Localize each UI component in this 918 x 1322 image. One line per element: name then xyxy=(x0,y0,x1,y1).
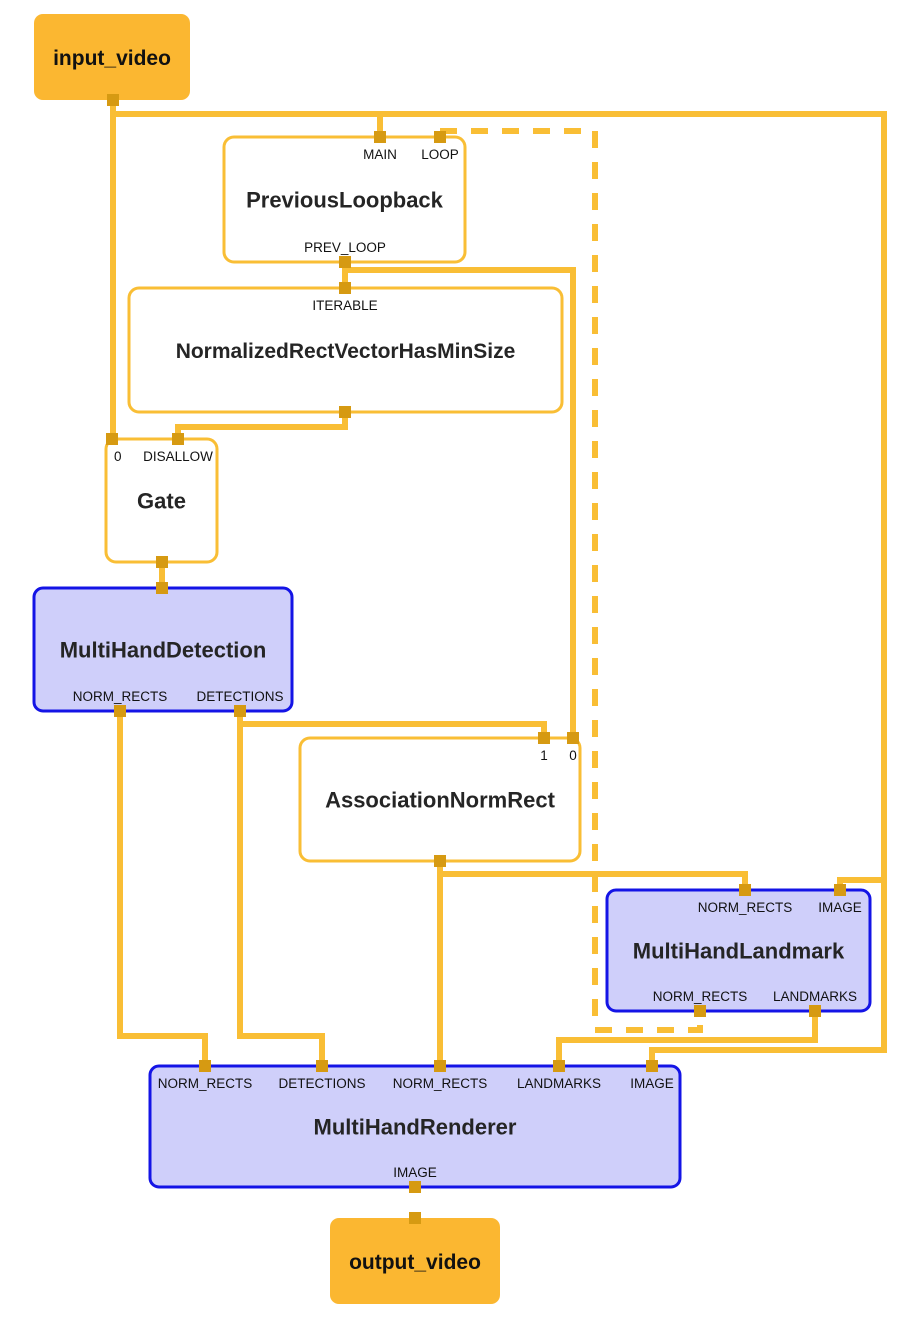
edge-input-to-prevloopback-main xyxy=(110,100,383,137)
port-label-multi_hand_landmark-out-0: NORM_RECTS xyxy=(653,989,748,1004)
port-label-multi_hand_landmark-in-0: NORM_RECTS xyxy=(698,900,793,915)
port-multi_hand_landmark-out-1[interactable] xyxy=(809,1005,821,1017)
port-previous_loopback-in-0[interactable] xyxy=(374,131,386,143)
node-title-gate: Gate xyxy=(137,489,186,514)
port-label-multi_hand_renderer-in-1: DETECTIONS xyxy=(278,1076,365,1091)
node-multi_hand_renderer[interactable]: MultiHandRenderer xyxy=(148,1064,682,1189)
node-box-input_video[interactable] xyxy=(34,14,190,100)
port-label-multi_hand_detection-out-1: DETECTIONS xyxy=(196,689,283,704)
port-normalized_rect_vector_has_min_size-in-0[interactable] xyxy=(339,282,351,294)
port-label-multi_hand_detection-out-0: NORM_RECTS xyxy=(73,689,168,704)
port-label-association_norm_rect-in-1: 0 xyxy=(569,748,577,763)
port-multi_hand_landmark-out-0[interactable] xyxy=(694,1005,706,1017)
port-multi_hand_landmark-in-1[interactable] xyxy=(834,884,846,896)
node-multi_hand_detection[interactable]: MultiHandDetection xyxy=(32,586,294,713)
port-label-multi_hand_renderer-in-3: LANDMARKS xyxy=(517,1076,601,1091)
node-title-normalized_rect_vector_has_min_size: NormalizedRectVectorHasMinSize xyxy=(176,340,516,363)
node-box-output_video[interactable] xyxy=(330,1218,500,1304)
port-previous_loopback-in-1[interactable] xyxy=(434,131,446,143)
node-title-multi_hand_landmark: MultiHandLandmark xyxy=(633,939,845,964)
port-multi_hand_renderer-in-2[interactable] xyxy=(434,1060,446,1072)
port-normalized_rect_vector_has_min_size-out-0[interactable] xyxy=(339,406,351,418)
port-multi_hand_renderer-in-1[interactable] xyxy=(316,1060,328,1072)
node-box-multi_hand_landmark[interactable] xyxy=(605,888,872,1013)
edge-detection-normrects-to-renderer xyxy=(117,711,208,1066)
port-multi_hand_landmark-in-0[interactable] xyxy=(739,884,751,896)
edge-landmark-normrects-loopback xyxy=(440,128,703,1033)
port-label-multi_hand_renderer-in-2: NORM_RECTS xyxy=(393,1076,488,1091)
port-multi_hand_renderer-in-3[interactable] xyxy=(553,1060,565,1072)
edge-hasminsize-to-gate-disallow xyxy=(175,412,348,439)
node-title-multi_hand_detection: MultiHandDetection xyxy=(60,638,267,663)
edge-input-to-renderer-image xyxy=(649,880,887,1066)
node-title-multi_hand_renderer: MultiHandRenderer xyxy=(314,1115,517,1140)
port-label-multi_hand_renderer-in-0: NORM_RECTS xyxy=(158,1076,253,1091)
port-multi_hand_detection-out-1[interactable] xyxy=(234,705,246,717)
edge-detection-detections-to-assoc-1 xyxy=(240,721,547,738)
port-label-previous_loopback-in-1: LOOP xyxy=(421,147,459,162)
port-label-normalized_rect_vector_has_min_size-in-0: ITERABLE xyxy=(312,298,377,313)
node-association_norm_rect[interactable]: AssociationNormRect xyxy=(298,736,582,863)
edge-prevloopback-to-assoc-0 xyxy=(345,267,576,738)
node-gate[interactable]: Gate xyxy=(104,437,219,564)
port-association_norm_rect-in-1[interactable] xyxy=(567,732,579,744)
port-gate-out-0[interactable] xyxy=(156,556,168,568)
edge-landmark-landmarks-to-renderer xyxy=(556,1011,818,1066)
port-multi_hand_renderer-out-0[interactable] xyxy=(409,1181,421,1193)
port-label-multi_hand_landmark-in-1: IMAGE xyxy=(818,900,862,915)
node-multi_hand_landmark[interactable]: MultiHandLandmark xyxy=(605,888,872,1013)
port-output_video-in-0[interactable] xyxy=(409,1212,421,1224)
port-association_norm_rect-out-0[interactable] xyxy=(434,855,446,867)
port-label-previous_loopback-in-0: MAIN xyxy=(363,147,397,162)
port-label-multi_hand_renderer-out-0: IMAGE xyxy=(393,1165,437,1180)
port-gate-in-1[interactable] xyxy=(172,433,184,445)
node-previous_loopback[interactable]: PreviousLoopback xyxy=(222,135,467,264)
port-label-gate-in-0: 0 xyxy=(114,449,122,464)
port-association_norm_rect-in-0[interactable] xyxy=(538,732,550,744)
node-input_video[interactable]: input_video xyxy=(34,14,190,100)
edges-layer xyxy=(110,100,887,1066)
node-title-association_norm_rect: AssociationNormRect xyxy=(325,788,556,813)
port-multi_hand_renderer-in-0[interactable] xyxy=(199,1060,211,1072)
node-output_video[interactable]: output_video xyxy=(330,1218,500,1304)
edge-assoc-to-landmark-normrects xyxy=(437,861,748,890)
port-multi_hand_detection-out-0[interactable] xyxy=(114,705,126,717)
port-label-association_norm_rect-in-0: 1 xyxy=(540,748,548,763)
node-title-input_video: input_video xyxy=(53,47,171,70)
node-title-previous_loopback: PreviousLoopback xyxy=(246,188,444,213)
node-title-output_video: output_video xyxy=(349,1251,481,1274)
port-label-previous_loopback-out-0: PREV_LOOP xyxy=(304,240,386,255)
ports-layer xyxy=(106,94,846,1224)
port-label-multi_hand_renderer-in-4: IMAGE xyxy=(630,1076,674,1091)
edge-detection-detections-to-renderer xyxy=(237,711,325,1066)
port-multi_hand_detection-in-0[interactable] xyxy=(156,582,168,594)
port-label-multi_hand_landmark-out-1: LANDMARKS xyxy=(773,989,857,1004)
port-label-gate-in-1: DISALLOW xyxy=(143,449,213,464)
port-multi_hand_renderer-in-4[interactable] xyxy=(646,1060,658,1072)
node-normalized_rect_vector_has_min_size[interactable]: NormalizedRectVectorHasMinSize xyxy=(127,286,564,414)
port-input_video-out-0[interactable] xyxy=(107,94,119,106)
port-previous_loopback-out-0[interactable] xyxy=(339,256,351,268)
port-gate-in-0[interactable] xyxy=(106,433,118,445)
